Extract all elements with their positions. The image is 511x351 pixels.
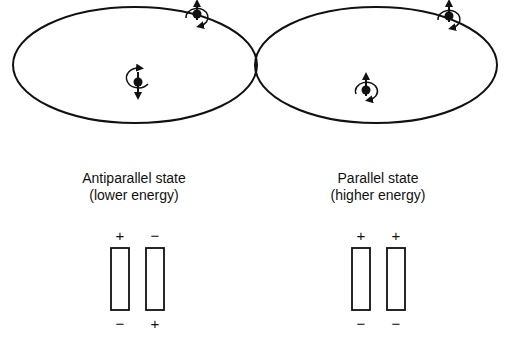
state-caption: Parallel state (higher energy) xyxy=(322,170,434,204)
bar-magnet xyxy=(352,248,370,310)
pole-sign: + xyxy=(388,228,404,244)
pole-sign: − xyxy=(147,228,163,244)
pole-sign: + xyxy=(147,316,163,332)
pole-sign: − xyxy=(388,316,404,332)
electron-spin xyxy=(438,3,460,28)
nucleus-spin xyxy=(355,76,377,100)
bar-magnet xyxy=(111,248,129,310)
orbit-ellipse xyxy=(13,7,257,123)
pole-sign: + xyxy=(353,228,369,244)
pole-sign: − xyxy=(112,316,128,332)
pole-sign: + xyxy=(112,228,128,244)
electron-spin xyxy=(186,3,208,26)
state-caption: Antiparallel state (lower energy) xyxy=(70,170,198,204)
bar-magnet xyxy=(387,248,405,310)
bar-magnet xyxy=(146,248,164,310)
pole-sign: − xyxy=(353,316,369,332)
nucleus-spin xyxy=(126,68,148,96)
orbit-ellipse xyxy=(255,7,497,123)
